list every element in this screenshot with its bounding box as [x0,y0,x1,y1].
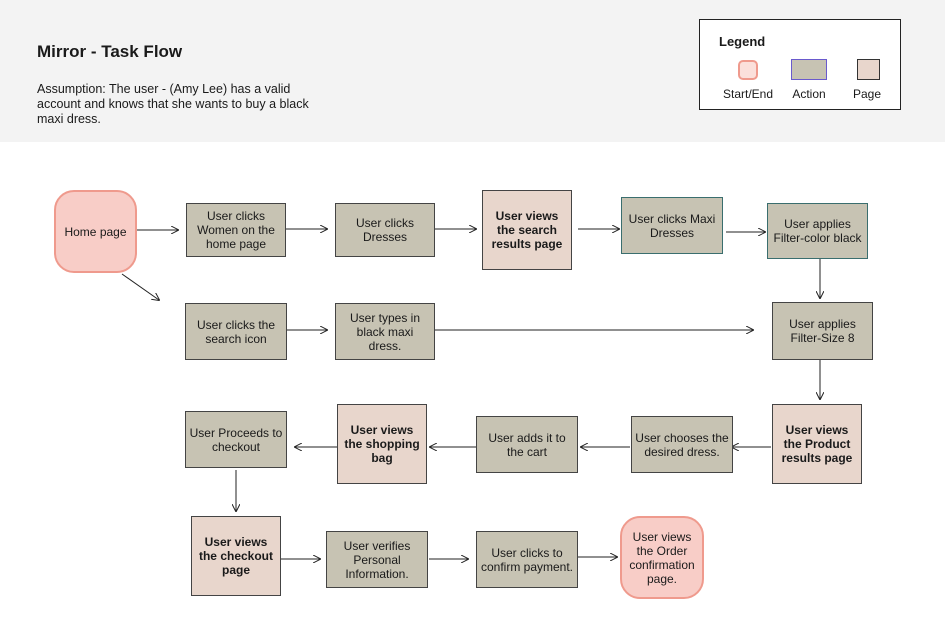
legend: Legend Start/End Action Page [699,19,901,110]
legend-action-swatch [791,59,827,80]
node-user-proceeds-checkout: User Proceeds to checkout [185,411,287,468]
legend-page-swatch [857,59,880,80]
node-home-page: Home page [54,190,137,273]
node-user-clicks-maxi: User clicks Maxi Dresses [621,197,723,254]
node-order-confirmation: User views the Order confirmation page. [620,516,704,599]
node-user-confirms-payment: User clicks to confirm payment. [476,531,578,588]
node-user-clicks-dresses: User clicks Dresses [335,203,435,257]
node-product-results-page: User views the Product results page [772,404,862,484]
assumption-text: Assumption: The user - (Amy Lee) has a v… [37,82,309,126]
node-shopping-bag-page: User views the shopping bag [337,404,427,484]
legend-label-action: Action [792,87,826,101]
node-search-results-page: User views the search results page [482,190,572,270]
legend-title: Legend [719,34,766,49]
node-filter-color: User applies Filter-color black [767,203,868,259]
legend-terminal-swatch [738,60,758,80]
node-filter-size: User applies Filter-Size 8 [772,302,873,360]
legend-label-page: Page [852,87,882,101]
node-user-clicks-search-icon: User clicks the search icon [185,303,287,360]
node-user-adds-to-cart: User adds it to the cart [476,416,578,473]
node-user-verifies-info: User verifies Personal Information. [326,531,428,588]
node-user-types-search: User types in black maxi dress. [335,303,435,360]
arrow-home-to-search-row [121,273,159,300]
node-user-chooses-dress: User chooses the desired dress. [631,416,733,473]
legend-label-start-end: Start/End [722,87,774,101]
node-checkout-page: User views the checkout page [191,516,281,596]
node-user-clicks-women: User clicks Women on the home page [186,203,286,257]
page-title: Mirror - Task Flow [37,42,183,61]
